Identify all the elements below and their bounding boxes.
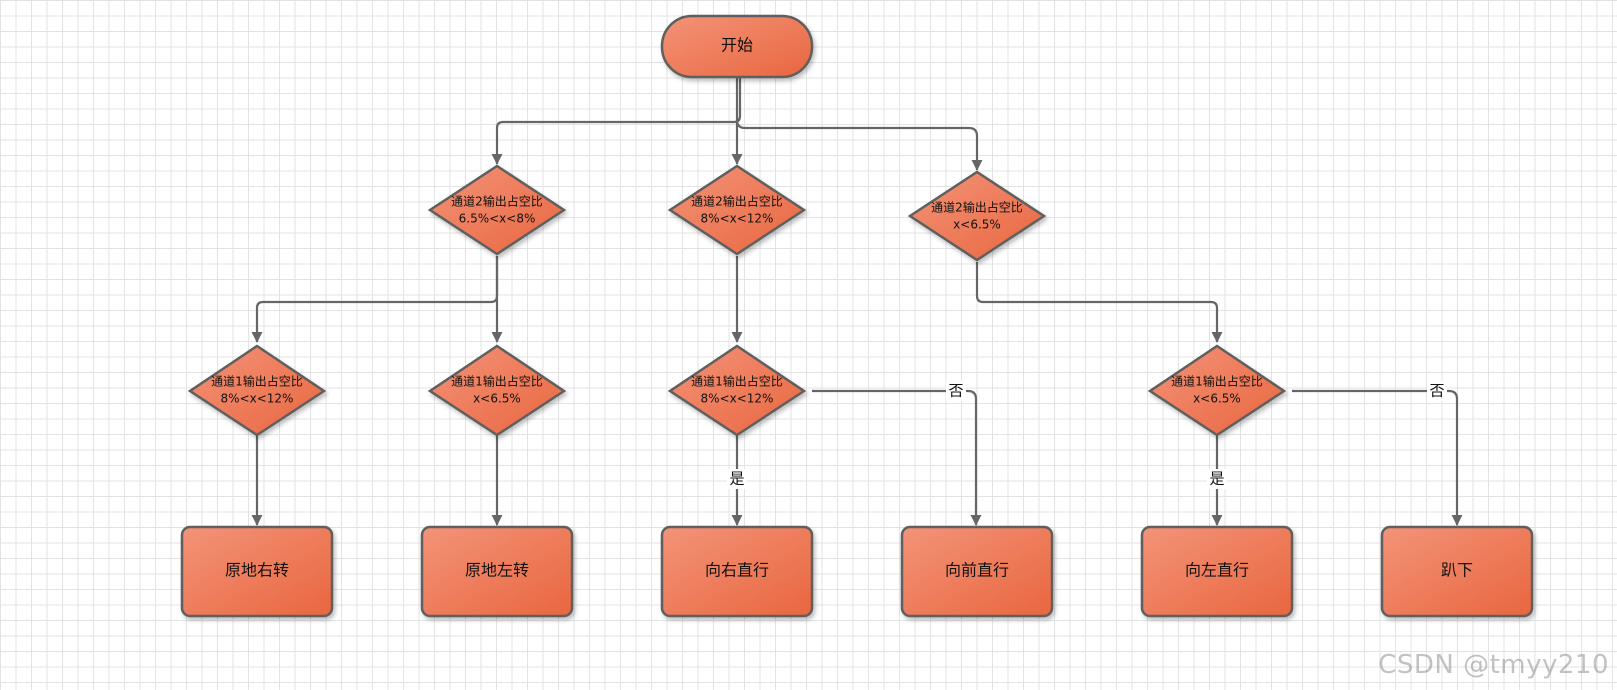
action-turn-left-in-place: 原地左转 — [420, 525, 574, 618]
decision-channel1-range-d: 通道1输出占空比 x<6.5% — [1147, 344, 1287, 437]
decision-line2: 6.5%<x<8% — [459, 212, 536, 226]
edge-label-yes: 是 — [1209, 470, 1224, 488]
decision-channel2-range-a: 通道2输出占空比 6.5%<x<8% — [427, 164, 567, 256]
decision-line1: 通道2输出占空比 — [691, 194, 783, 209]
action-go-forward: 向前直行 — [900, 525, 1054, 618]
decision-line1: 通道2输出占空比 — [931, 200, 1023, 215]
decision-channel2-range-b: 通道2输出占空比 8%<x<12% — [667, 164, 807, 256]
decision-line2: 8%<x<12% — [221, 392, 294, 406]
decision-line1: 通道1输出占空比 — [1171, 374, 1263, 389]
decision-channel1-range-c: 通道1输出占空比 8%<x<12% — [667, 344, 807, 437]
edge-cond2a-to-cond1a — [251, 256, 499, 343]
edge-start-to-cond2c — [735, 119, 983, 171]
start-node: 开始 — [660, 14, 814, 79]
decision-channel2-range-c: 通道2输出占空比 x<6.5% — [907, 170, 1047, 262]
action-label: 向前直行 — [945, 561, 1009, 580]
action-lie-down: 趴下 — [1380, 525, 1534, 618]
action-go-straight-left: 向左直行 — [1140, 525, 1294, 618]
edge-cond1d-no — [1292, 389, 1463, 526]
decision-line2: x<6.5% — [473, 392, 521, 406]
edge-cond2c-to-cond1d — [975, 262, 1223, 343]
edge-label-no: 否 — [1429, 382, 1444, 400]
action-go-straight-right: 向右直行 — [660, 525, 814, 618]
decision-line2: 8%<x<12% — [701, 392, 774, 406]
edge-label-yes: 是 — [729, 470, 744, 488]
action-label: 向左直行 — [1185, 561, 1249, 580]
decision-line2: x<6.5% — [953, 218, 1001, 232]
action-label: 趴下 — [1441, 561, 1473, 580]
action-label: 原地左转 — [465, 561, 529, 580]
action-turn-right-in-place: 原地右转 — [180, 525, 334, 618]
decision-line1: 通道1输出占空比 — [691, 374, 783, 389]
decision-line1: 通道1输出占空比 — [211, 374, 303, 389]
edge-start-to-cond2a — [491, 78, 742, 165]
action-label: 向右直行 — [705, 561, 769, 580]
decision-channel1-range-a: 通道1输出占空比 8%<x<12% — [187, 344, 327, 437]
decision-channel1-range-b: 通道1输出占空比 x<6.5% — [427, 344, 567, 437]
decision-line2: x<6.5% — [1193, 392, 1241, 406]
decision-line2: 8%<x<12% — [701, 212, 774, 226]
action-label: 原地右转 — [225, 561, 289, 580]
watermark: CSDN @tmyy210 — [1378, 650, 1609, 680]
decision-line1: 通道1输出占空比 — [451, 374, 543, 389]
start-label: 开始 — [721, 36, 753, 55]
edge-label-no: 否 — [948, 382, 963, 400]
edge-cond1c-no — [812, 389, 982, 526]
decision-line1: 通道2输出占空比 — [451, 194, 543, 209]
